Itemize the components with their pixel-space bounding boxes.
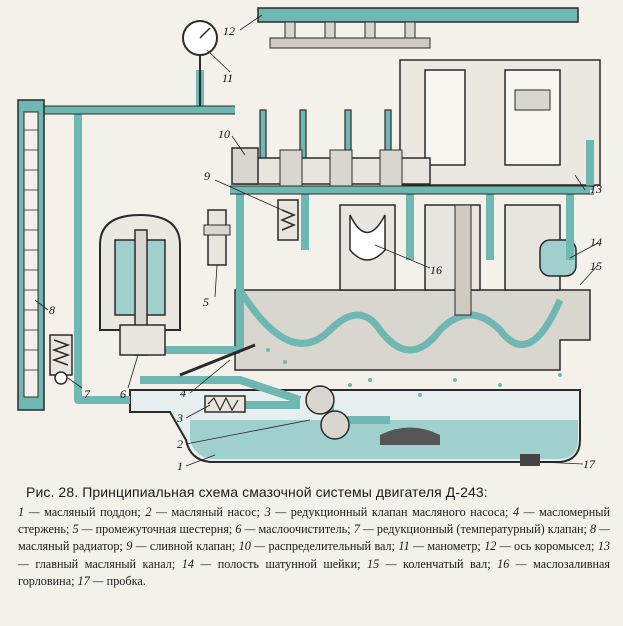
legend-text: распределительный вал; — [268, 539, 399, 554]
intermediate-gear — [203, 209, 231, 266]
pressure-gauge — [182, 20, 218, 106]
legend-number: 10 — — [238, 539, 269, 554]
oil-pan — [129, 389, 581, 466]
legend-number: 17 — — [77, 573, 107, 588]
caption-title: Рис. 28. Принципиальная схема смазочной … — [26, 484, 488, 500]
legend-number: 12 — — [484, 539, 514, 554]
pump-relief-valve — [204, 395, 246, 413]
legend-text: масломерный стержень; — [18, 505, 610, 537]
legend-text: промежуточная шестерня; — [95, 522, 236, 537]
part-number-9: 9 — [204, 169, 210, 183]
oil-radiator — [17, 99, 45, 411]
part-number-10: 10 — [218, 127, 230, 141]
legend-number: 13 — — [18, 539, 611, 571]
legend-text: ось коромысел; — [514, 539, 598, 554]
drain-plug — [520, 454, 540, 466]
legend-number: 8 — — [590, 522, 611, 537]
oil-filter — [99, 213, 181, 356]
part-number-11: 11 — [222, 71, 233, 85]
legend-text: редукционный (температурный) клапан; — [376, 522, 590, 537]
legend-number: 9 — — [126, 539, 150, 554]
legend-number: 5 — — [72, 522, 96, 537]
drain-valve — [277, 199, 299, 241]
oil-intake-strainer — [380, 427, 440, 445]
thermal-relief-valve — [49, 334, 73, 385]
legend-text: маслоочиститель; — [258, 522, 354, 537]
legend-number: 15 — — [367, 556, 404, 571]
oil-pump — [305, 385, 350, 440]
camshaft — [231, 147, 431, 187]
part-number-2: 2 — [177, 437, 183, 451]
legend-number: 7 — — [353, 522, 377, 537]
part-number-17: 17 — [583, 457, 596, 471]
part-number-1: 1 — [177, 459, 183, 473]
legend-text: масляный поддон; — [44, 505, 146, 519]
oil-lines — [40, 70, 594, 424]
part-number-6: 6 — [120, 387, 126, 401]
engine-block — [234, 204, 591, 371]
legend-text: масляный радиатор; — [18, 539, 127, 554]
part-number-5: 5 — [203, 295, 209, 309]
legend-text: маслозаливная горловина; — [18, 556, 611, 588]
legend-number: 4 — — [513, 505, 540, 519]
part-number-3: 3 — [176, 411, 183, 425]
legend-number: 3 — — [264, 505, 291, 519]
legend-text: масляный насос; — [171, 505, 265, 519]
legend-number: 16 — — [497, 556, 534, 571]
legend-text: полость шатунной шейки; — [217, 556, 368, 571]
rocker-shaft — [257, 7, 579, 49]
legend-number: 11 — — [398, 539, 428, 554]
figure-caption: Рис. 28. Принципиальная схема смазочной … — [18, 484, 610, 590]
part-number-16: 16 — [430, 263, 442, 277]
legend-text: пробка. — [106, 573, 146, 588]
legend-text: сливной клапан; — [149, 539, 239, 554]
legend-number: 1 — — [18, 505, 45, 519]
caption-legend: 1 — масляный поддон; 2 — масляный насос;… — [18, 504, 610, 590]
part-number-8: 8 — [49, 303, 55, 317]
oil-filler-neck — [349, 214, 386, 261]
leader-lines — [34, 14, 599, 467]
legend-text: главный масляный канал; — [35, 556, 182, 571]
part-number-13: 13 — [590, 182, 602, 196]
legend-number: 14 — — [181, 556, 218, 571]
legend-text: коленчатый вал; — [403, 556, 498, 571]
part-number-14: 14 — [590, 235, 602, 249]
dipstick — [179, 343, 256, 377]
lubrication-system-diagram: 1 2 3 4 5 6 7 8 9 10 11 12 13 14 15 16 1… — [17, 7, 602, 473]
part-number-4: 4 — [180, 386, 186, 400]
legend-text: манометр; — [427, 539, 485, 554]
oil-drops — [266, 348, 562, 397]
part-number-15: 15 — [590, 259, 602, 273]
part-number-12: 12 — [223, 24, 235, 38]
part-number-7: 7 — [84, 387, 91, 401]
legend-text: редукционный клапан масляного насоса; — [290, 505, 513, 519]
legend-number: 2 — — [145, 505, 172, 519]
cylinder-head — [399, 59, 601, 186]
legend-number: 6 — — [235, 522, 259, 537]
